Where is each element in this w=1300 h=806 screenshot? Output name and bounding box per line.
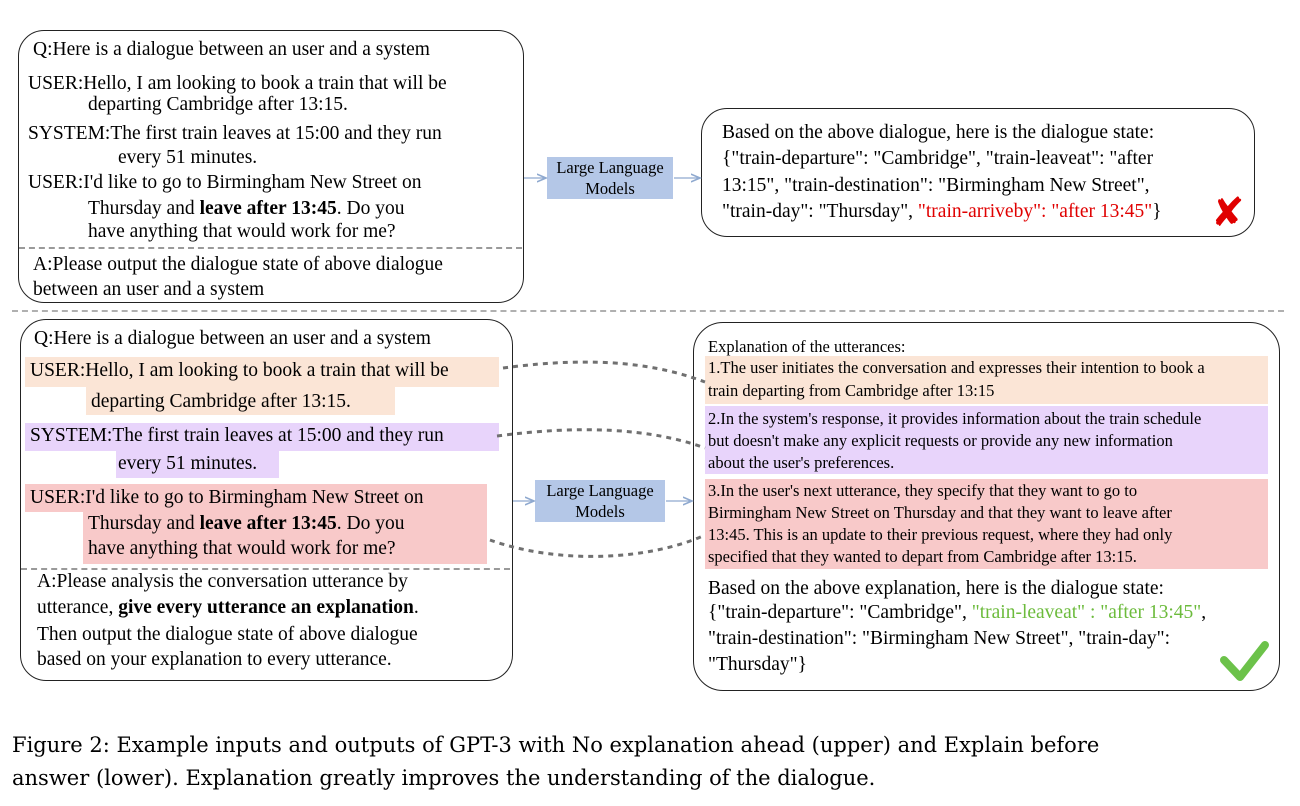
exp2-line3: about the user's preferences. (708, 453, 895, 472)
green-check-icon (1220, 641, 1269, 681)
upper-output-line4: "train-day": "Thursday", "train-arriveby… (722, 201, 1162, 222)
lower-answer-line2: utterance, give every utterance an expla… (37, 597, 419, 618)
upper-system-line1: SYSTEM:The first train leaves at 15:00 a… (28, 123, 442, 144)
upper-user1-line1: USER:Hello, I am looking to book a train… (28, 73, 447, 94)
lower-user2-line3: have anything that would work for me? (88, 538, 396, 559)
section-divider (12, 310, 1284, 312)
lower-user2-line2: Thursday and leave after 13:45. Do you (88, 513, 405, 534)
lower-answer-line1: A:Please analysis the conversation utter… (37, 571, 408, 592)
lower-system-line2: every 51 minutes. (118, 453, 258, 474)
connector-user2 (489, 533, 706, 558)
exp1-line2: train departing from Cambridge after 13:… (708, 381, 995, 400)
exp3-line3: 13:45. This is an update to their previo… (708, 525, 1173, 544)
lower-llm-label-line2: Models (575, 502, 625, 521)
explanation-title: Explanation of the utterances: (708, 337, 906, 356)
exp1-line1: 1.The user initiates the conversation an… (708, 358, 1205, 377)
correct-slot-value: "train-leaveat" : "after 13:45" (971, 602, 1202, 623)
lower-answer-line4: based on your explanation to every utter… (37, 649, 392, 670)
upper-system-line2: every 51 minutes. (118, 147, 258, 168)
wrong-slot-value: "train-arriveby": "after 13:45" (917, 201, 1153, 222)
state-line4: "Thursday"} (708, 654, 807, 675)
exp2-line2: but doesn't make any explicit requests o… (708, 431, 1173, 450)
upper-llm-label-line2: Models (585, 179, 635, 198)
exp3-line1: 3.In the user's next utterance, they spe… (708, 481, 1138, 500)
lower-llm-box: Large Language Models (535, 480, 665, 522)
exp2-highlight (705, 406, 1268, 474)
upper-input-box (18, 30, 524, 303)
user2-highlight-a (25, 484, 487, 512)
upper-llm-box: Large Language Models (547, 157, 673, 199)
user2-highlight-b (83, 512, 487, 564)
figure-caption-line2: answer (lower). Explanation greatly impr… (12, 766, 876, 790)
lower-divider (21, 568, 510, 570)
state-line1: Based on the above explanation, here is … (708, 578, 1164, 599)
lower-user1-line1: USER:Hello, I am looking to book a train… (30, 360, 449, 381)
lower-question: Q:Here is a dialogue between an user and… (34, 328, 431, 349)
upper-output-line2: {"train-departure": "Cambridge", "train-… (722, 148, 1154, 169)
system-highlight-b (116, 451, 279, 478)
state-line2: {"train-departure": "Cambridge", "train-… (708, 602, 1207, 623)
upper-user2-line3: have anything that would work for me? (88, 221, 396, 242)
upper-output-box (701, 108, 1255, 237)
upper-user2-line1: USER:I'd like to go to Birmingham New St… (28, 172, 422, 193)
connector-system (496, 428, 706, 450)
figure-caption-line1: Figure 2: Example inputs and outputs of … (12, 733, 1100, 757)
exp3-line2: Birmingham New Street on Thursday and th… (708, 503, 1172, 522)
upper-question: Q:Here is a dialogue between an user and… (33, 39, 430, 60)
exp3-highlight (705, 479, 1268, 569)
upper-divider (19, 247, 522, 249)
upper-user1-line2: departing Cambridge after 13:15. (88, 94, 348, 115)
upper-output-line1: Based on the above dialogue, here is the… (722, 122, 1155, 143)
upper-answer-line2: between an user and a system (33, 279, 265, 300)
upper-output-line3: 13:15", "train-destination": "Birmingham… (722, 175, 1150, 196)
state-line3: "train-destination": "Birmingham New Str… (708, 628, 1171, 649)
lower-user1-line2: departing Cambridge after 13:15. (91, 391, 351, 412)
upper-user2-line2: Thursday and leave after 13:45. Do you (88, 198, 405, 219)
lower-answer-line3: Then output the dialogue state of above … (37, 624, 418, 645)
upper-llm-label-line1: Large Language (556, 158, 664, 177)
exp1-highlight (705, 356, 1268, 404)
lower-system-line1: SYSTEM:The first train leaves at 15:00 a… (30, 425, 444, 446)
user1-highlight-b (86, 387, 395, 415)
exp2-line1: 2.In the system's response, it provides … (708, 409, 1202, 428)
exp3-line4: specified that they wanted to depart fro… (708, 547, 1137, 566)
user1-highlight-a (25, 357, 499, 387)
lower-user2-line1: USER:I'd like to go to Birmingham New St… (30, 487, 424, 508)
lower-llm-label-line1: Large Language (546, 481, 654, 500)
upper-answer-line1: A:Please output the dialogue state of ab… (33, 254, 443, 275)
connector-user1 (502, 360, 706, 384)
red-cross-icon: ✘ (1211, 190, 1245, 236)
system-highlight-a (25, 423, 499, 451)
